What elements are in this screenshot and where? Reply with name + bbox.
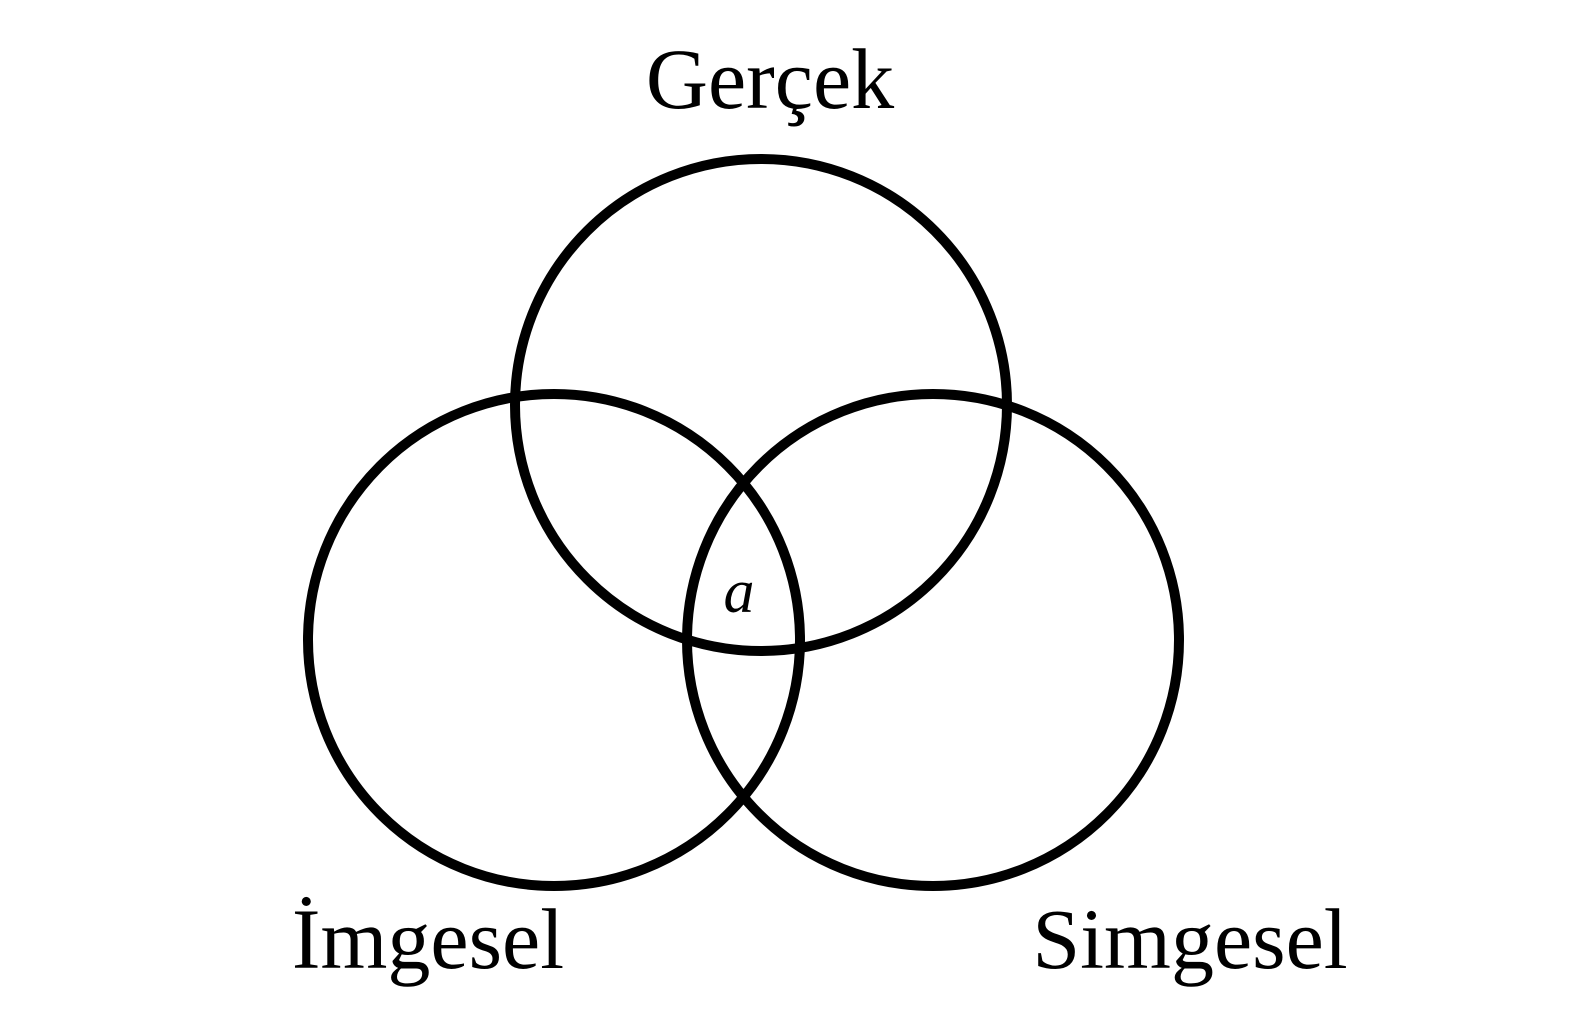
ring-imgesel [303,389,805,891]
label-center-a: a [724,558,755,626]
ring-gercek [510,154,1012,656]
label-gercek: Gerçek [646,31,894,127]
label-imgesel: İmgesel [292,891,564,987]
ring-simgesel [682,389,1184,891]
label-simgesel: Simgesel [1032,891,1347,987]
